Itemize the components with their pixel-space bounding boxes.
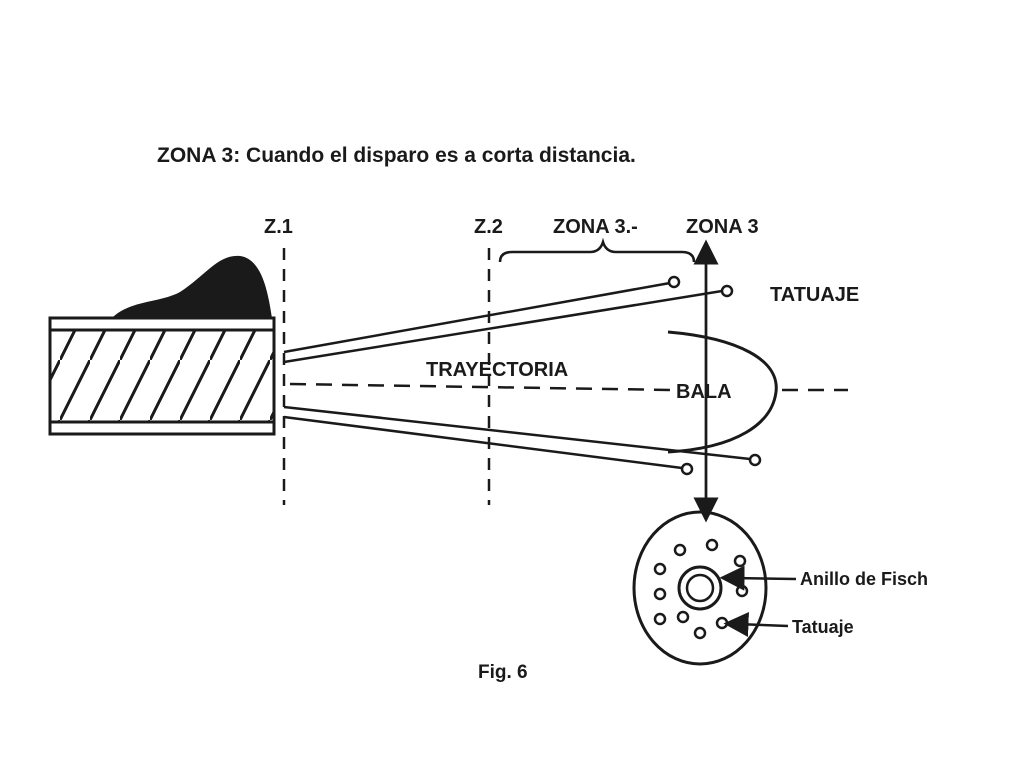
tattoo-dot (653, 587, 667, 601)
upper-spray-line-2 (283, 289, 723, 364)
barrel-hatched-body (48, 328, 276, 424)
lower-spray-line-2 (283, 415, 683, 470)
tattoo-dot (653, 612, 667, 626)
tattoo-dot (735, 584, 749, 598)
tattoo-ring-outline (632, 510, 768, 666)
fisch-ring (677, 565, 723, 611)
anillo-fisch-label: Anillo de Fisch (800, 569, 928, 589)
diagram-caption: ZONA 3: Cuando el disparo es a corta dis… (157, 144, 636, 167)
tatuaje-pointer (723, 611, 789, 637)
tattoo-dot (715, 616, 729, 630)
zona3-arrow-label: ZONA 3 (686, 216, 759, 238)
anillo-fisch-pointer (719, 565, 797, 591)
tattoo-dot (733, 554, 747, 568)
upper-grain-1 (667, 275, 681, 289)
wound-cross-section (632, 510, 768, 666)
bullet-outline (667, 330, 778, 454)
z1-label: Z.1 (264, 216, 293, 238)
upper-grain-2 (720, 284, 734, 298)
tatuaje-ring-label: Tatuaje (792, 617, 854, 637)
tattoo-dot (673, 543, 687, 557)
tattoo-dot (705, 538, 719, 552)
upper-spray-line-1 (283, 281, 671, 354)
tattoo-dot (693, 626, 707, 640)
lower-grain-1 (748, 453, 762, 467)
fisch-hole (685, 573, 715, 603)
zona3-brace-label: ZONA 3.- (553, 216, 638, 238)
barrel-top-wall (48, 316, 276, 332)
tattoo-dot (676, 610, 690, 624)
lower-grain-2 (680, 462, 694, 476)
trajectory-line-left (289, 382, 673, 392)
z2-label: Z.2 (474, 216, 503, 238)
trajectory-label: TRAYECTORIA (426, 359, 568, 381)
bullet-label: BALA (676, 381, 732, 403)
muzzle-gas-blob (112, 255, 272, 318)
barrel-bottom-wall (48, 420, 276, 436)
zona3-brace (498, 237, 696, 263)
tattoo-dot (653, 562, 667, 576)
tatuaje-top-label: TATUAJE (770, 284, 859, 306)
barrel-section (48, 255, 276, 436)
figure-label: Fig. 6 (478, 662, 528, 683)
